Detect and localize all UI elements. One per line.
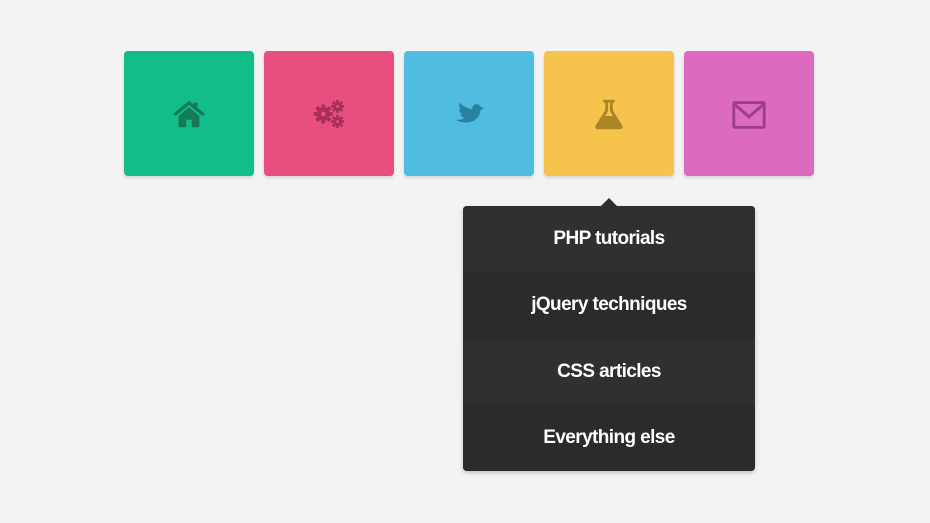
flask-icon: [595, 99, 623, 129]
menu-item-php[interactable]: PHP tutorials: [463, 206, 755, 273]
home-tile[interactable]: [124, 51, 254, 176]
menu-item-everything-else[interactable]: Everything else: [463, 404, 755, 471]
settings-tile[interactable]: [264, 51, 394, 176]
menu-item-css[interactable]: CSS articles: [463, 338, 755, 405]
dropdown-menu: PHP tutorials jQuery techniques CSS arti…: [463, 198, 755, 471]
twitter-bird-icon: [455, 102, 485, 123]
gears-icon: [313, 99, 345, 128]
twitter-tile[interactable]: [404, 51, 534, 176]
envelope-icon: [732, 100, 766, 129]
menu-item-jquery[interactable]: jQuery techniques: [463, 272, 755, 339]
mail-tile[interactable]: [684, 51, 814, 176]
home-icon: [172, 100, 206, 127]
lab-tile[interactable]: [544, 51, 674, 176]
icon-nav: [124, 51, 814, 176]
